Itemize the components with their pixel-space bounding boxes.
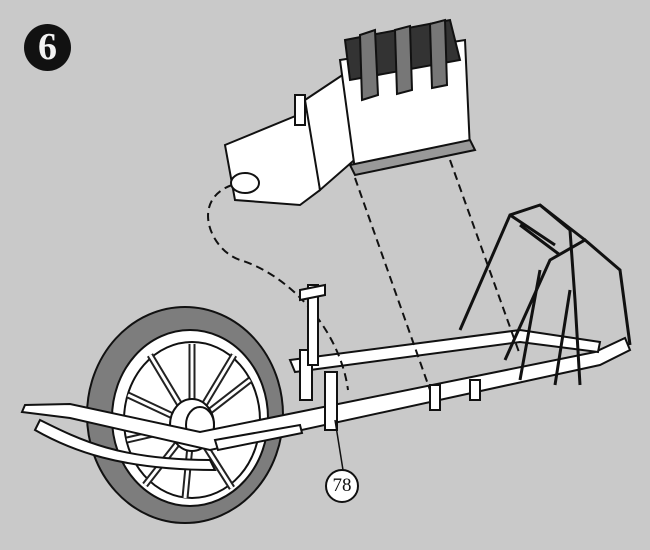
steering-column [299,283,344,471]
step-number-badge: 6 [24,24,71,71]
assembly-guide-lines [207,159,521,391]
part-number-callout: 78 [325,469,359,503]
rear-frame [458,203,632,386]
engine [223,18,477,207]
